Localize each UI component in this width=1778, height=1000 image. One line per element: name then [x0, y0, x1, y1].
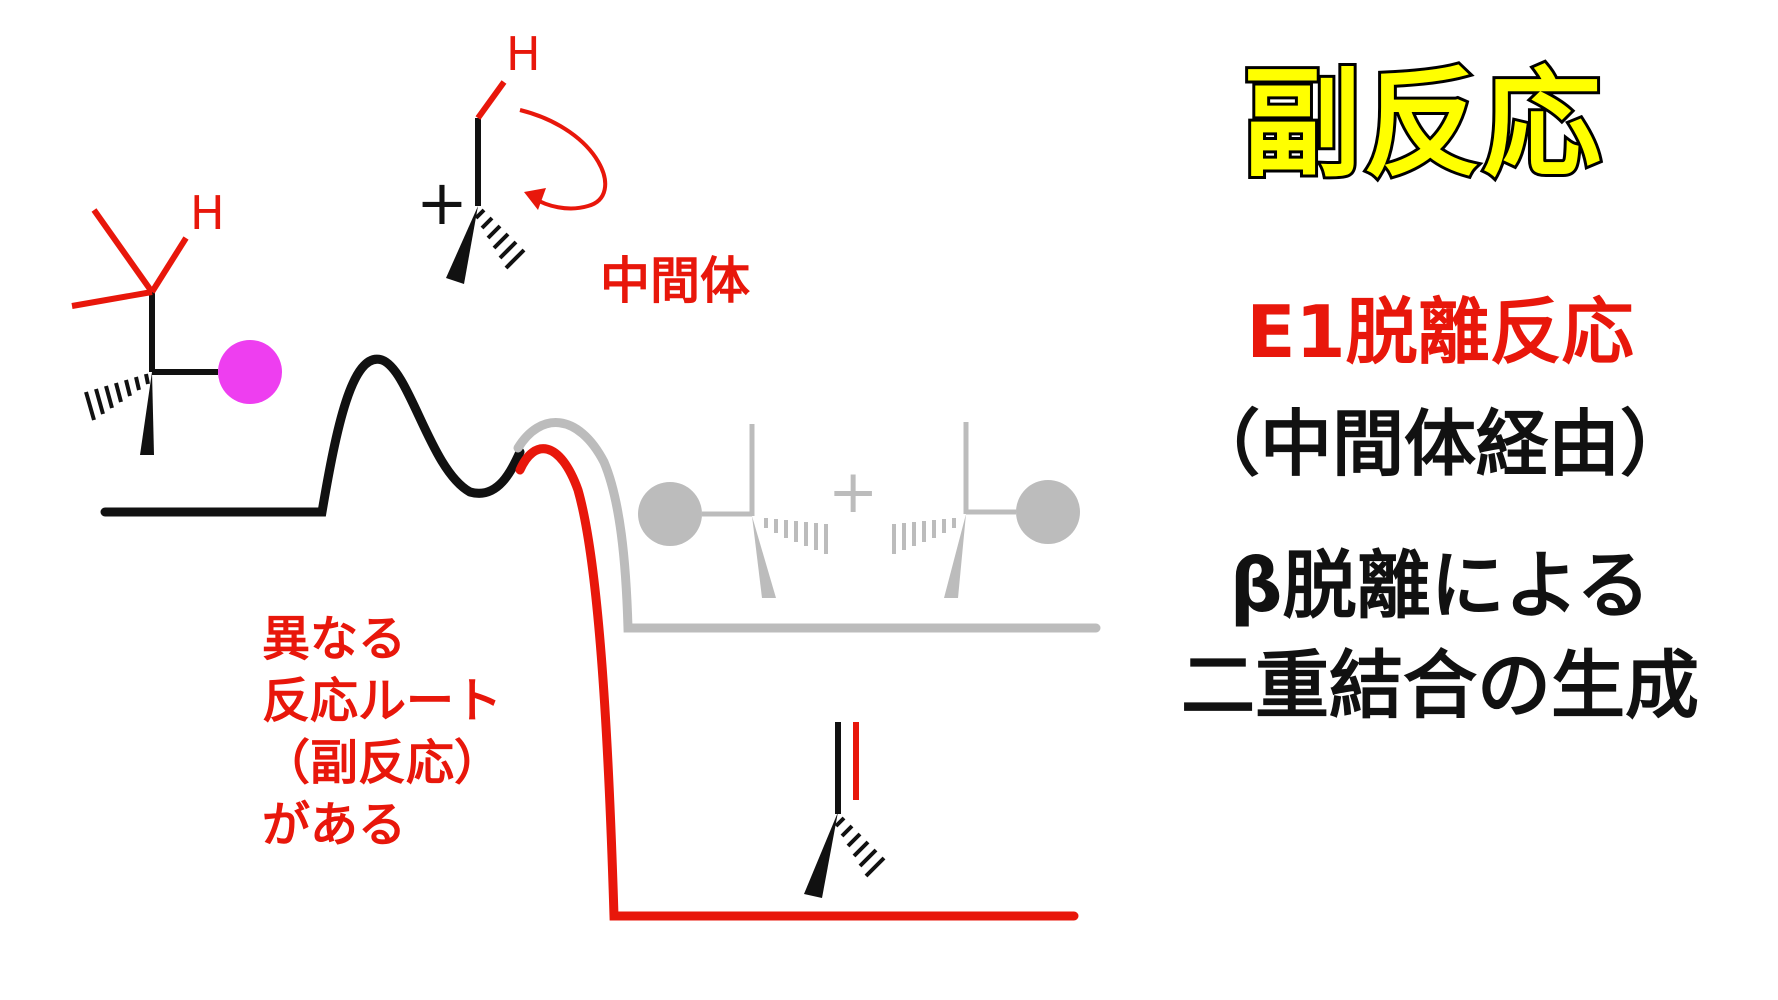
- intermediate-label: 中間体: [600, 252, 750, 310]
- side-route-line-4: がある: [262, 797, 407, 853]
- carbocation-intermediate: H +: [416, 27, 608, 284]
- carbocation-plus-sign: +: [416, 166, 468, 239]
- reactant-energy-curve: [100, 354, 525, 517]
- side-route-line-3: （副反応）: [262, 735, 503, 791]
- e1-reaction-label: E1脱離反応: [1246, 290, 1634, 374]
- side-route-line-2: 反応ルート: [262, 673, 503, 729]
- curved-arrow: [519, 108, 608, 211]
- side-reaction-energy-curve: [515, 444, 1079, 921]
- gray-plus-sign: +: [828, 457, 878, 527]
- beta-elimination-label: β脱離による: [1229, 543, 1651, 629]
- reactant-molecule: H: [71, 186, 282, 455]
- via-intermediate-label: （中間体経由）: [1187, 402, 1692, 486]
- gray-energy-curve: [513, 418, 1101, 633]
- leaving-group-atom: [218, 340, 282, 404]
- double-bond-formation-label: 二重結合の生成: [1181, 643, 1699, 729]
- alkene-product: [804, 722, 886, 898]
- page-title: 副反応: [1240, 52, 1604, 196]
- gray-molecules: +: [638, 422, 1080, 598]
- h-atom-left: H: [190, 186, 225, 240]
- side-route-line-1: 異なる: [262, 611, 407, 667]
- h-atom-top: H: [506, 27, 541, 81]
- side-route-note: 異なる 反応ルート （副反応） がある: [262, 608, 502, 856]
